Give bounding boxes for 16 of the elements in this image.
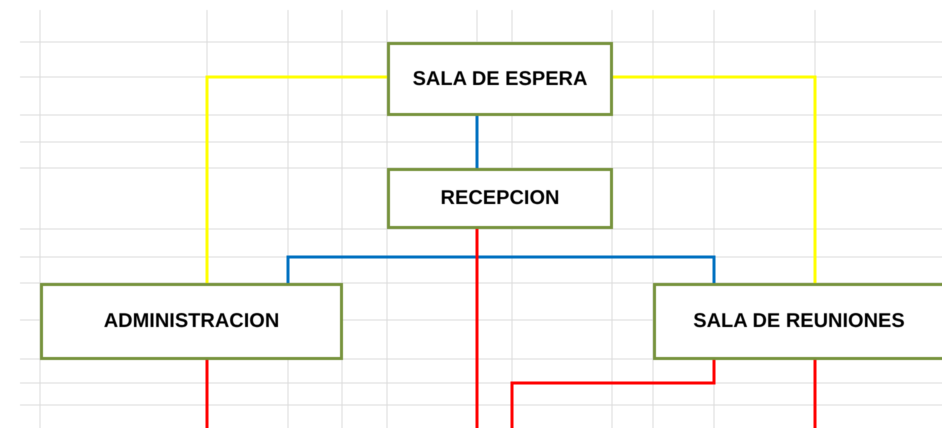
room-box (40, 283, 343, 360)
room-box (387, 168, 613, 229)
connector-line (476, 229, 478, 428)
connector-line (814, 360, 816, 428)
room-box (653, 283, 942, 360)
room-label: SALA DE ESPERA (412, 68, 588, 90)
connector-line (206, 76, 387, 283)
connector-line (476, 116, 478, 168)
connector-line (286, 256, 716, 283)
room-label: SALA DE REUNIONES (693, 310, 905, 333)
connector-line (206, 360, 208, 428)
connector-line (613, 76, 816, 283)
room-label: RECEPCION (440, 187, 560, 210)
room-label: ADMINISTRACION (104, 310, 280, 333)
room-box (387, 42, 613, 116)
connector-line (510, 360, 716, 428)
